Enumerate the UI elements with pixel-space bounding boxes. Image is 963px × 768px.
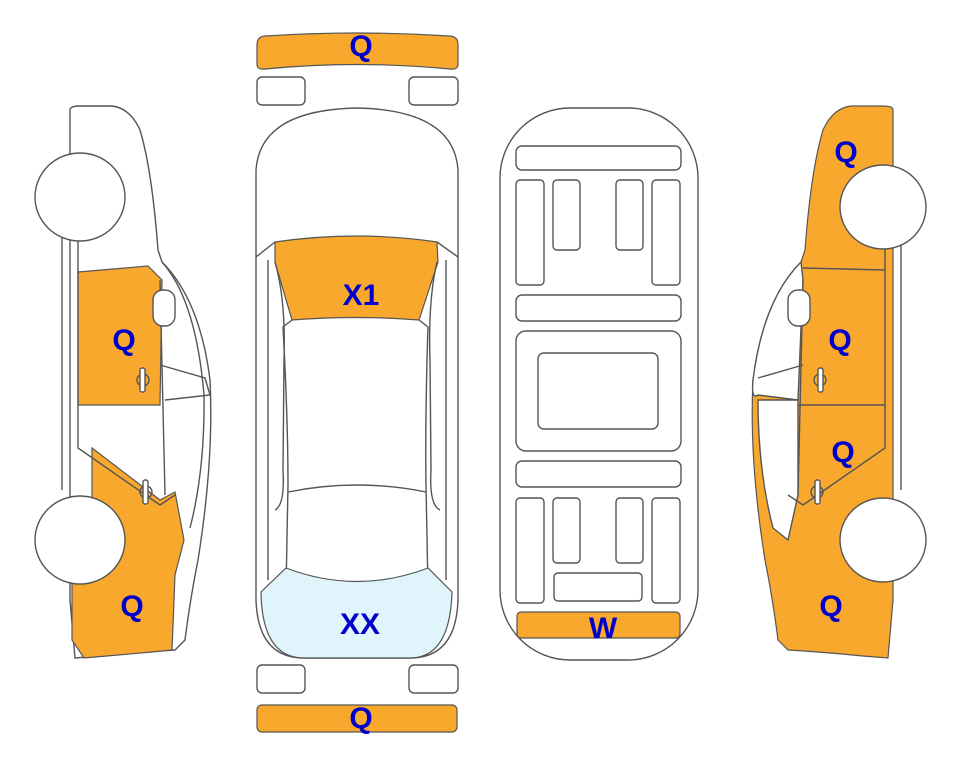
front-bumper-label: Q <box>349 30 372 63</box>
underbody-rear-panel[interactable] <box>516 611 681 639</box>
rear-bumper[interactable] <box>256 704 458 733</box>
windshield-label: X1 <box>343 279 380 312</box>
right-front-wheel <box>839 164 927 250</box>
rear-window-label: XX <box>340 608 380 641</box>
right-front-fender-label: Q <box>834 136 857 169</box>
left-door-handle-rear <box>139 479 153 505</box>
underbody-rear-panel-label: W <box>589 612 618 645</box>
right-rear-fender-label: Q <box>819 590 842 623</box>
left-mirror <box>152 289 176 327</box>
right-rear-wheel <box>839 497 927 583</box>
rear-left-light <box>256 664 306 694</box>
right-rear-door-label: Q <box>831 436 854 469</box>
left-front-door-label: Q <box>112 324 135 357</box>
right-side-view: Q Q Q Q <box>751 105 927 659</box>
rear-right-light <box>408 664 459 694</box>
left-front-wheel <box>34 152 126 242</box>
front-right-light <box>408 76 459 106</box>
left-rear-fender-label: Q <box>120 590 143 623</box>
left-rear-wheel <box>34 495 126 585</box>
right-front-door-label: Q <box>828 324 851 357</box>
rear-window[interactable] <box>260 567 453 659</box>
top-view: Q XX X1 Q <box>255 30 459 735</box>
windshield[interactable] <box>274 235 439 321</box>
rear-bumper-label: Q <box>349 702 372 735</box>
front-left-light <box>256 76 306 106</box>
left-door-handle-front <box>136 367 150 393</box>
left-side-view: Q Q <box>34 105 212 659</box>
front-bumper[interactable] <box>256 32 459 70</box>
underbody-view: W <box>499 107 699 661</box>
